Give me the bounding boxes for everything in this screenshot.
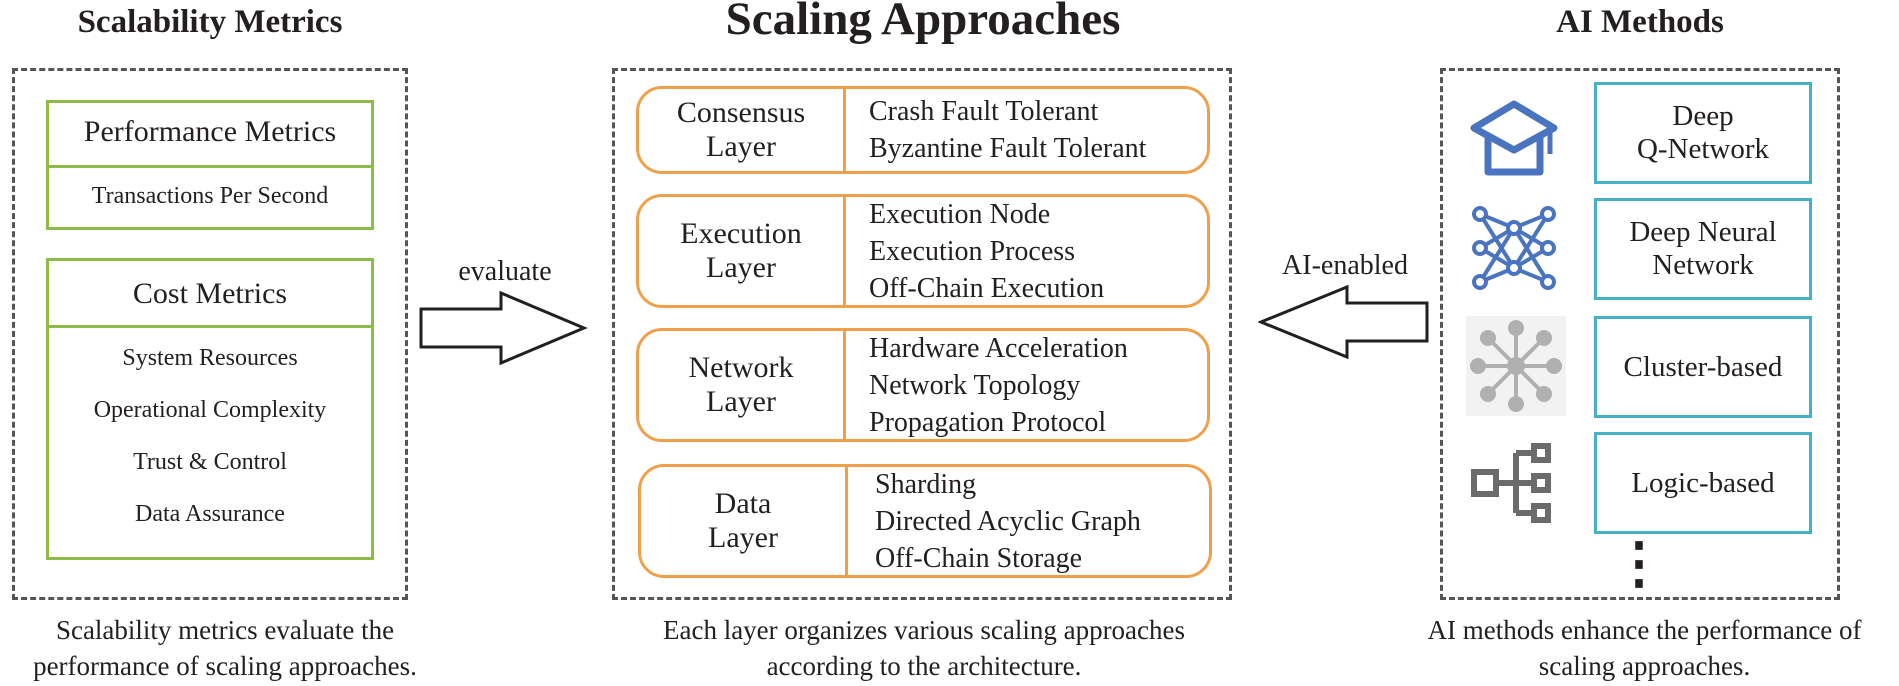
scaling-approaches-title: Scaling Approaches (725, 0, 1121, 45)
execution-layer-items: Execution Node Execution Process Off-Cha… (869, 197, 1199, 305)
scaling-caption-line2: according to the architecture. (766, 651, 1082, 681)
network-layer: Network Layer Hardware Acceleration Netw… (636, 328, 1210, 442)
cluster-icon (1466, 316, 1566, 416)
cost-metrics-header: Cost Metrics (132, 277, 288, 310)
scalability-caption-line2: performance of scaling approaches. (33, 651, 417, 681)
divider (49, 325, 371, 328)
layer-item: Byzantine Fault Tolerant (869, 133, 1147, 164)
cost-item-operational-complexity: Operational Complexity (93, 397, 327, 423)
ai-method-label: Deep Neural Network (1629, 216, 1777, 281)
data-layer-name: Data Layer (641, 467, 848, 575)
ai-enabled-arrow (1258, 284, 1429, 360)
logic-tree-icon (1471, 443, 1551, 523)
scalability-caption: Scalability metrics evaluate the perform… (0, 612, 450, 684)
scalability-caption-line1: Scalability metrics evaluate the (55, 615, 395, 645)
scaling-caption-line1: Each layer organizes various scaling app… (662, 615, 1186, 645)
ai-methods-panel (1440, 68, 1840, 600)
evaluate-label: evaluate (458, 256, 552, 287)
ai-caption-line2: scaling approaches. (1538, 651, 1751, 681)
scaling-approaches-caption: Each layer organizes various scaling app… (600, 612, 1248, 684)
layer-item: Off-Chain Execution (869, 272, 1105, 304)
more-methods-ellipsis: ⋮ (1611, 533, 1667, 595)
ai-method-deep-neural-network: Deep Neural Network (1594, 198, 1812, 300)
layer-item: Propagation Protocol (869, 406, 1107, 438)
network-layer-items: Hardware Acceleration Network Topology P… (869, 331, 1199, 439)
scalability-metrics-title: Scalability Metrics (77, 4, 343, 40)
layer-item: Execution Process (869, 235, 1076, 267)
layer-item: Execution Node (869, 198, 1051, 230)
execution-layer: Execution Layer Execution Node Execution… (636, 194, 1210, 308)
ai-enabled-label: AI-enabled (1282, 250, 1408, 281)
evaluate-arrow (419, 290, 588, 366)
scaling-approaches-panel (612, 68, 1232, 600)
ai-methods-title: AI Methods (1556, 4, 1724, 40)
ai-method-label: Deep Q-Network (1636, 100, 1770, 165)
ai-methods-caption: AI methods enhance the performance of sc… (1390, 612, 1899, 684)
performance-metrics-header: Performance Metrics (83, 115, 337, 148)
layer-item: Sharding (875, 468, 977, 500)
layer-item: Off-Chain Storage (875, 542, 1083, 574)
ai-method-logic-based: Logic-based (1594, 432, 1812, 534)
cost-metrics-box: Cost Metrics System Resources Operationa… (46, 258, 374, 560)
data-layer: Data Layer Sharding Directed Acyclic Gra… (638, 464, 1212, 578)
scalability-metrics-panel (12, 68, 408, 600)
consensus-layer-items: Crash Fault Tolerant Byzantine Fault Tol… (869, 89, 1199, 171)
ai-method-cluster-based: Cluster-based (1594, 316, 1812, 418)
transactions-per-second: Transactions Per Second (91, 183, 329, 209)
layer-item: Directed Acyclic Graph (875, 505, 1141, 537)
layer-item: Hardware Acceleration (869, 332, 1128, 364)
layer-item: Crash Fault Tolerant (869, 96, 1099, 127)
ai-method-label: Logic-based (1631, 466, 1775, 499)
ai-caption-line1: AI methods enhance the performance of (1427, 615, 1862, 645)
graduation-cap-icon (1470, 100, 1558, 176)
consensus-layer: Consensus Layer Crash Fault Tolerant Byz… (636, 86, 1210, 174)
data-layer-items: Sharding Directed Acyclic Graph Off-Chai… (875, 467, 1201, 575)
ai-method-label: Cluster-based (1623, 350, 1783, 383)
execution-layer-name: Execution Layer (639, 197, 846, 305)
cost-item-data-assurance: Data Assurance (135, 501, 285, 527)
network-layer-name: Network Layer (639, 331, 846, 439)
layer-item: Network Topology (869, 369, 1081, 401)
divider (49, 165, 371, 168)
neural-network-icon (1472, 206, 1556, 290)
cost-item-trust-control: Trust & Control (133, 449, 287, 475)
ai-method-deep-q-network: Deep Q-Network (1594, 82, 1812, 184)
cost-item-system-resources: System Resources (122, 345, 298, 371)
consensus-layer-name: Consensus Layer (639, 89, 846, 171)
performance-metrics-box: Performance Metrics Transactions Per Sec… (46, 100, 374, 230)
